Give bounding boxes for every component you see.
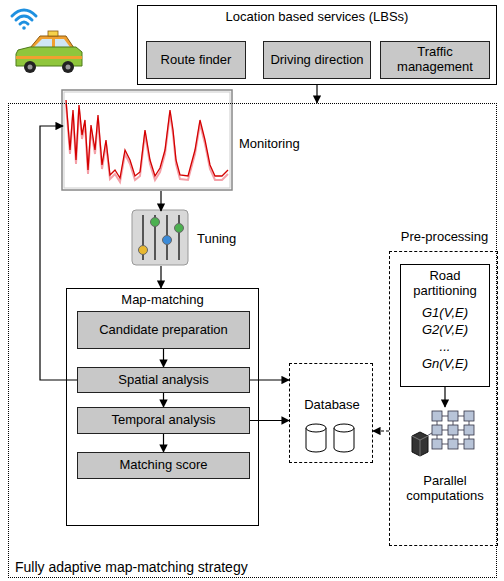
node-text: Monitoring — [239, 137, 319, 152]
node-text: Traffic management — [385, 45, 485, 75]
flow-arrow — [250, 379, 289, 380]
parallel-step: Parallel computations — [410, 407, 480, 472]
taxi-illustration — [16, 31, 82, 73]
node-text: Fully adaptive map-matching strategy — [15, 559, 315, 575]
graph-partition: ... — [440, 339, 451, 356]
flow-arrow — [163, 393, 164, 407]
service-box: Driving direction — [263, 41, 371, 79]
tuning-sliders — [132, 210, 188, 265]
service-box: Traffic management — [380, 41, 490, 79]
tuning-step: Tuning — [133, 211, 189, 266]
monitoring-step: Monitoring — [63, 91, 233, 191]
flow-arrow — [40, 126, 77, 380]
node-text: Database — [290, 398, 374, 413]
node-text: Driving direction — [270, 53, 363, 68]
wifi-icon — [12, 10, 36, 30]
node-text: Road partitioning — [401, 269, 489, 299]
node-text: Matching score — [119, 458, 207, 473]
graph-partition: Gn(V,E) — [422, 356, 468, 373]
graph-partition: G1(V,E) — [422, 305, 468, 322]
database-box: Database — [289, 363, 373, 463]
flow-arrow — [373, 430, 389, 431]
node-text: Tuning — [197, 232, 257, 247]
node-text: Location based services (LBSs) — [226, 10, 409, 25]
process-box: Candidate preparation — [77, 311, 250, 349]
flow-arrow — [250, 420, 289, 421]
graph-partition: G2(V,E) — [422, 322, 468, 339]
process-box: Matching score — [77, 452, 250, 479]
parallel-computing-picture — [412, 411, 474, 456]
flow-arrow — [160, 266, 161, 288]
service-box: Route finder — [146, 41, 246, 79]
monitoring-chart — [62, 90, 232, 190]
flow-arrow — [444, 387, 445, 407]
partition-box: Road partitioningG1(V,E)G2(V,E)...Gn(V,E… — [400, 264, 490, 387]
flow-arrow — [163, 434, 164, 452]
strategy-frame: Fully adaptive map-matching strategy Moni… — [8, 103, 497, 578]
preprocessing-frame: Pre-processingRoad partitioningG1(V,E)G2… — [389, 251, 498, 546]
node-text: Parallel computations — [396, 474, 494, 504]
node-text: Candidate preparation — [99, 323, 228, 338]
node-text: Spatial analysis — [118, 373, 208, 388]
flow-arrow — [316, 85, 317, 103]
process-box: Spatial analysis — [77, 367, 250, 393]
service-group: Location based services (LBSs) Route find… — [137, 5, 497, 85]
node-text: Pre-processing — [390, 230, 499, 245]
flow-arrow — [160, 191, 161, 211]
node-text: Map-matching — [121, 293, 203, 308]
database-cylinders — [306, 424, 354, 452]
process-box: Temporal analysis — [77, 407, 250, 434]
node-text: Temporal analysis — [111, 413, 215, 428]
flow-arrow — [163, 349, 164, 367]
map-matching-group: Map-matchingCandidate preparationSpatial… — [66, 288, 259, 526]
node-text: Route finder — [161, 53, 232, 68]
